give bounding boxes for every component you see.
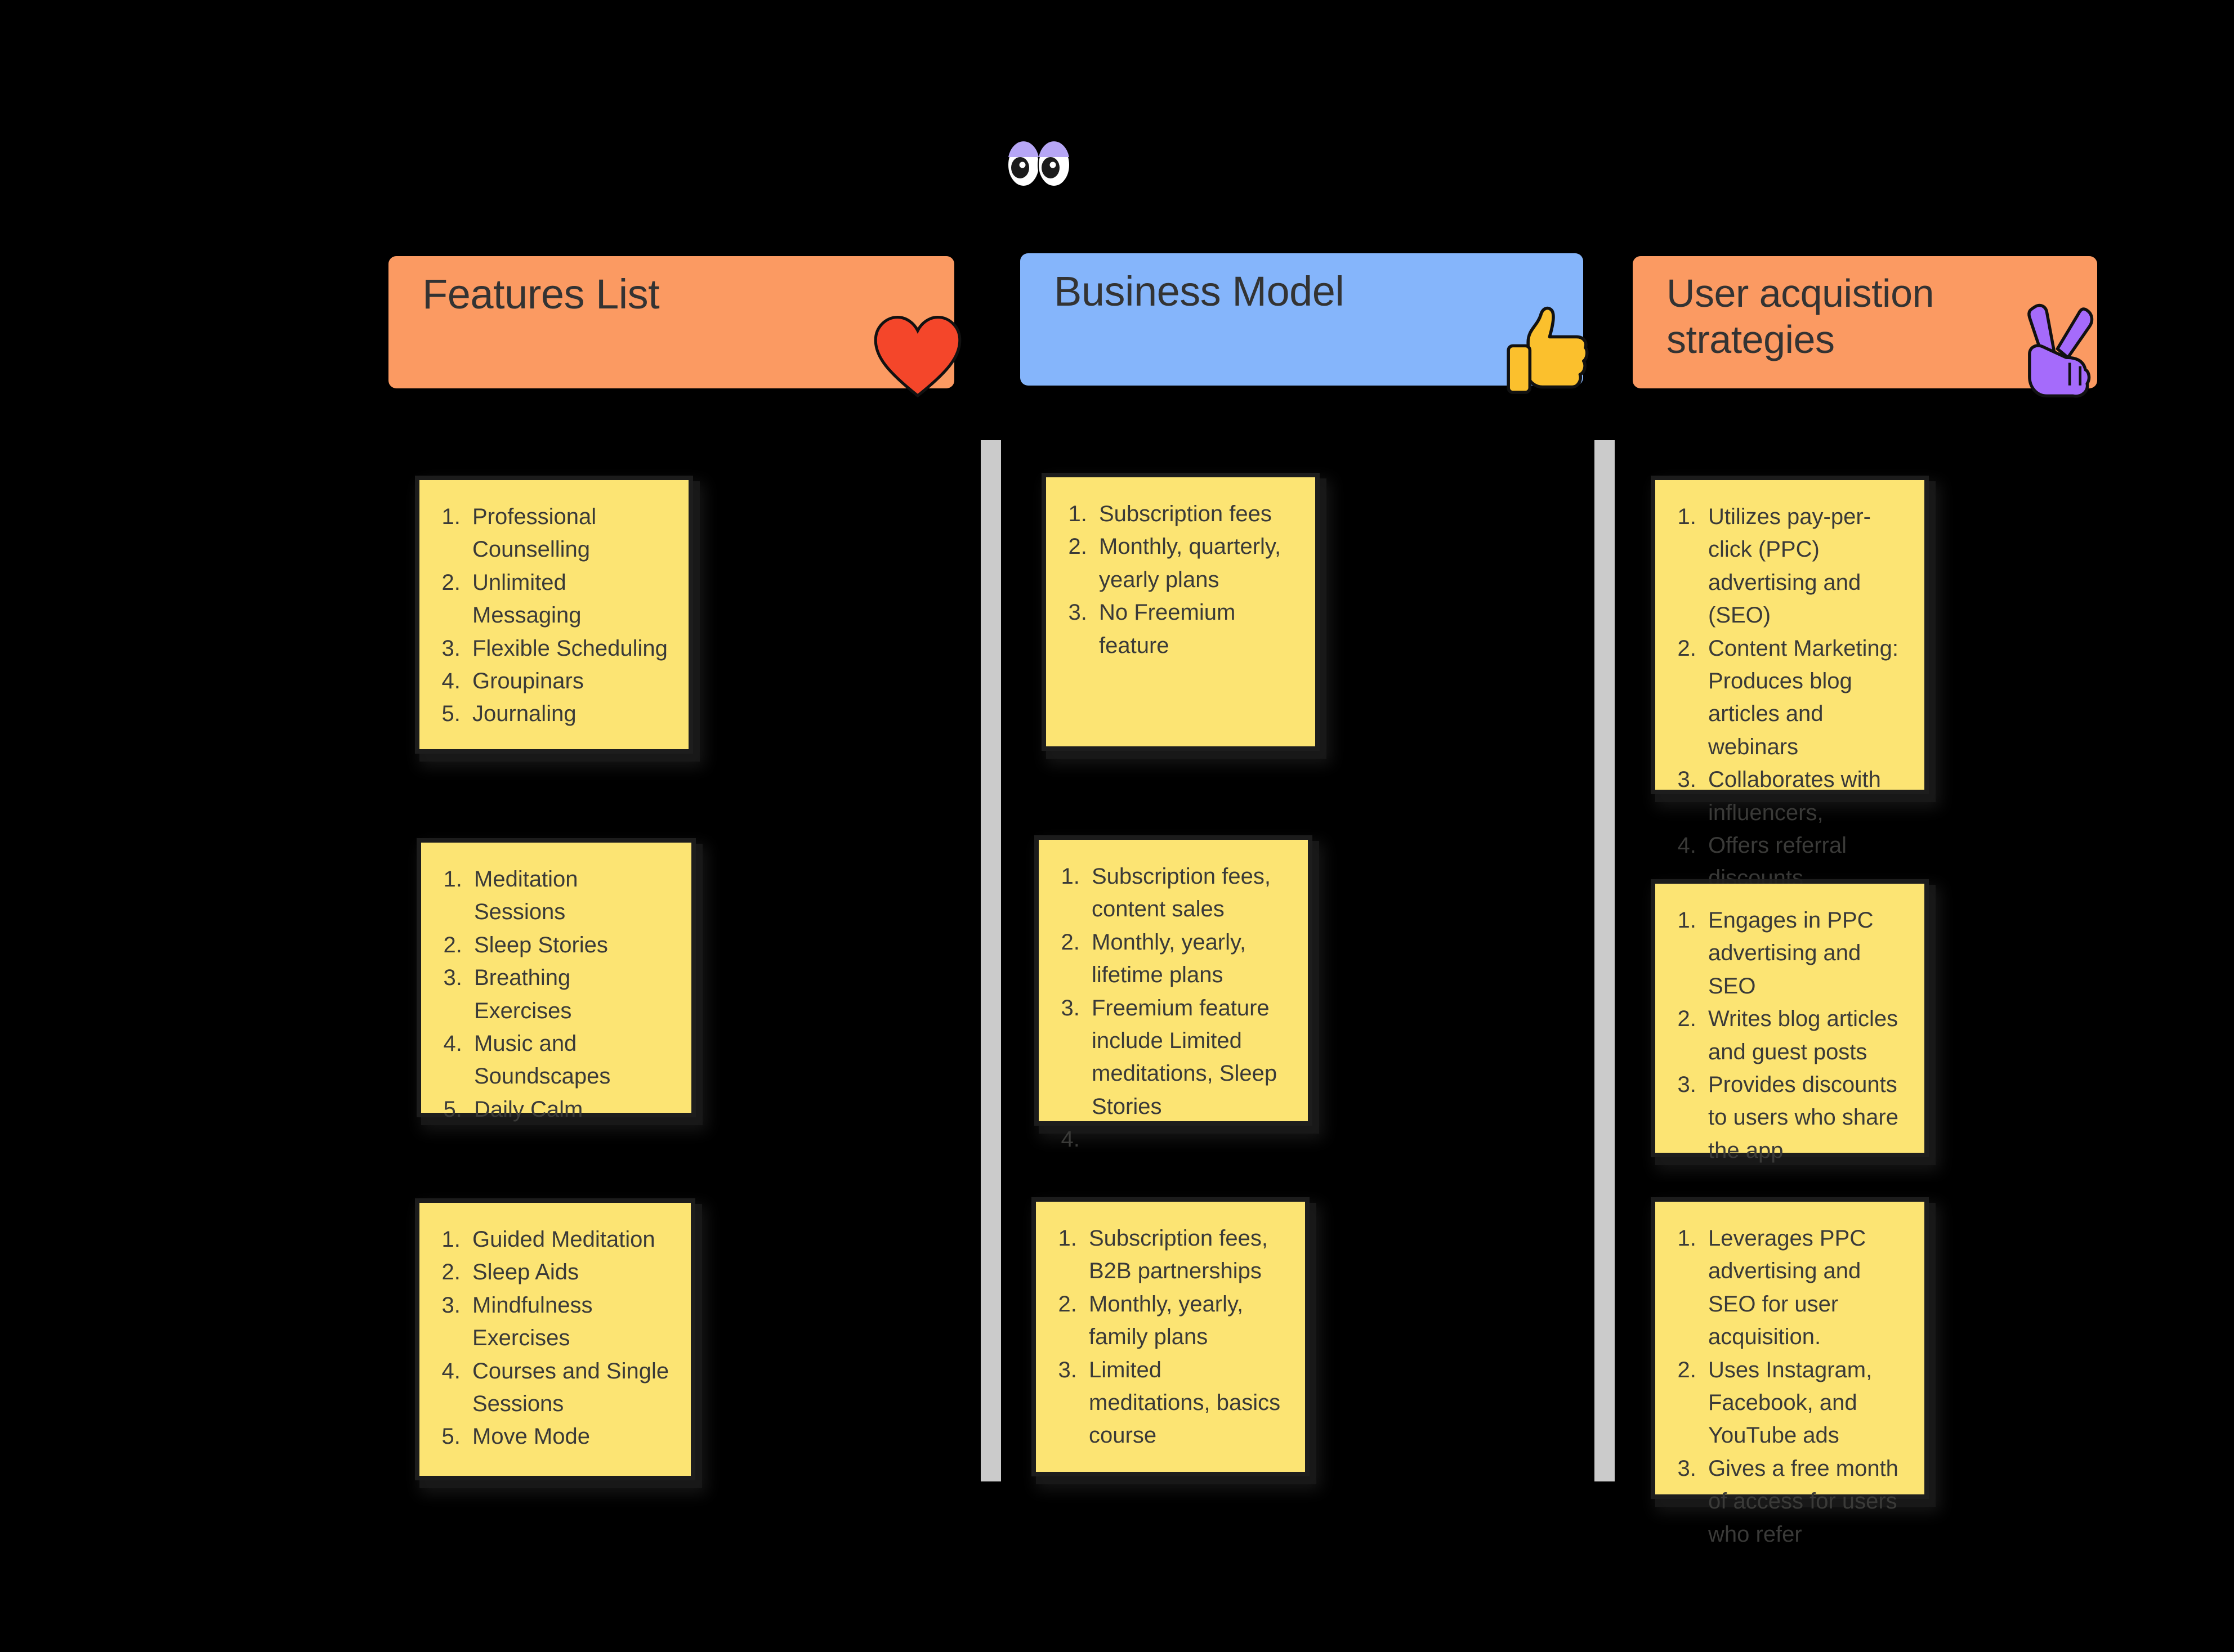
- sticky-note-list-item: Freemium feature include Limited meditat…: [1086, 992, 1289, 1123]
- sticky-note-list: Utilizes pay-per-click (PPC) advertising…: [1672, 500, 1905, 895]
- sticky-note[interactable]: Leverages PPC advertising and SEO for us…: [1646, 1194, 1933, 1547]
- sticky-note-list-item: Provides discounts to users who share th…: [1703, 1068, 1905, 1167]
- sticky-note-list-item: Gives a free month of access for users w…: [1703, 1452, 1905, 1551]
- sticky-note[interactable]: Guided MeditationSleep AidsMindfulness E…: [410, 1195, 700, 1486]
- sticky-note-list: Meditation SessionsSleep StoriesBreathin…: [438, 863, 672, 1126]
- column-title: Business Model: [1054, 268, 1344, 315]
- sticky-note-list: Subscription fees, B2B partnershipsMonth…: [1053, 1222, 1286, 1452]
- thumbs-up-emoji: [1507, 306, 1589, 394]
- sticky-note-list-item: Mindfulness Exercises: [467, 1289, 672, 1355]
- sticky-note-list-item: Unlimited Messaging: [467, 566, 669, 632]
- sticky-note-list-item: No Freemium feature: [1093, 596, 1296, 662]
- column-header-business-model[interactable]: Business Model: [1020, 253, 1589, 394]
- sticky-note[interactable]: Professional CounsellingUnlimited Messag…: [410, 472, 698, 759]
- sticky-note-list-item: Move Mode: [467, 1420, 672, 1453]
- sticky-note-list-item: Uses Instagram, Facebook, and YouTube ad…: [1703, 1354, 1905, 1452]
- sticky-note-list-item: Monthly, quarterly, yearly plans: [1093, 530, 1296, 596]
- column-divider: [981, 440, 1001, 1481]
- sticky-note-list-item: Limited meditations, basics course: [1083, 1354, 1286, 1452]
- sticky-note-list-item: Sleep Stories: [468, 929, 672, 961]
- sticky-note-list: Engages in PPC advertising and SEOWrites…: [1672, 904, 1905, 1167]
- sticky-note-list-item: Collaborates with influencers,: [1703, 763, 1905, 829]
- sticky-note-list-item: [1086, 1123, 1289, 1156]
- sticky-note-list: Subscription feesMonthly, quarterly, yea…: [1063, 498, 1296, 662]
- victory-hand-emoji: [2027, 303, 2094, 398]
- sticky-note-list-item: Groupinars: [467, 665, 669, 697]
- sticky-note-list-item: Daily Calm: [468, 1093, 672, 1126]
- sticky-note-list-item: Subscription fees: [1093, 498, 1296, 530]
- sticky-note-list-item: Content Marketing: Produces blog article…: [1703, 632, 1905, 764]
- heart-emoji: [874, 316, 962, 398]
- sticky-note-list-item: Courses and Single Sessions: [467, 1355, 672, 1421]
- sticky-note[interactable]: Subscription fees, B2B partnershipsMonth…: [1027, 1194, 1314, 1482]
- column-divider: [1594, 440, 1615, 1481]
- sticky-note-list: Leverages PPC advertising and SEO for us…: [1672, 1222, 1905, 1551]
- sticky-note-list-item: Utilizes pay-per-click (PPC) advertising…: [1703, 500, 1905, 632]
- sticky-note-list-item: Subscription fees, B2B partnerships: [1083, 1222, 1286, 1288]
- sticky-note-list-item: Leverages PPC advertising and SEO for us…: [1703, 1222, 1905, 1354]
- sticky-note-list-item: Subscription fees, content sales: [1086, 860, 1289, 926]
- sticky-note-list-item: Flexible Scheduling: [467, 632, 669, 665]
- sticky-note-list-item: Journaling: [467, 697, 669, 730]
- sticky-note-list-item: Monthly, yearly, lifetime plans: [1086, 926, 1289, 992]
- column-header-features-list[interactable]: Features List: [388, 256, 962, 398]
- sticky-note[interactable]: Meditation SessionsSleep StoriesBreathin…: [412, 835, 700, 1123]
- column-header-user-acquisition-strategies[interactable]: User acquistion strategies: [1633, 256, 2097, 398]
- sticky-note-list: Professional CounsellingUnlimited Messag…: [436, 500, 669, 731]
- sticky-note-list-item: Writes blog articles and guest posts: [1703, 1002, 1905, 1068]
- sticky-note[interactable]: Subscription fees, content salesMonthly,…: [1030, 832, 1317, 1131]
- sticky-note[interactable]: Engages in PPC advertising and SEOWrites…: [1646, 876, 1933, 1163]
- eyes-emoji: [1007, 141, 1070, 187]
- sticky-note-list-item: Music and Soundscapes: [468, 1027, 672, 1093]
- sticky-note-list-item: Monthly, yearly, family plans: [1083, 1288, 1286, 1354]
- sticky-note-list-item: Meditation Sessions: [468, 863, 672, 929]
- column-title: Features List: [422, 271, 660, 317]
- column-title: User acquistion strategies: [1666, 271, 1934, 361]
- sticky-note-list-item: Professional Counselling: [467, 500, 669, 566]
- sticky-note-list: Guided MeditationSleep AidsMindfulness E…: [436, 1223, 672, 1453]
- sticky-note[interactable]: Utilizes pay-per-click (PPC) advertising…: [1646, 472, 1933, 890]
- sticky-note[interactable]: Subscription feesMonthly, quarterly, yea…: [1037, 469, 1324, 756]
- sticky-note-list-item: Engages in PPC advertising and SEO: [1703, 904, 1905, 1002]
- sticky-note-list-item: Breathing Exercises: [468, 961, 672, 1027]
- sticky-note-list: Subscription fees, content salesMonthly,…: [1056, 860, 1289, 1156]
- sticky-note-list-item: Sleep Aids: [467, 1256, 672, 1288]
- sticky-note-list-item: Guided Meditation: [467, 1223, 672, 1256]
